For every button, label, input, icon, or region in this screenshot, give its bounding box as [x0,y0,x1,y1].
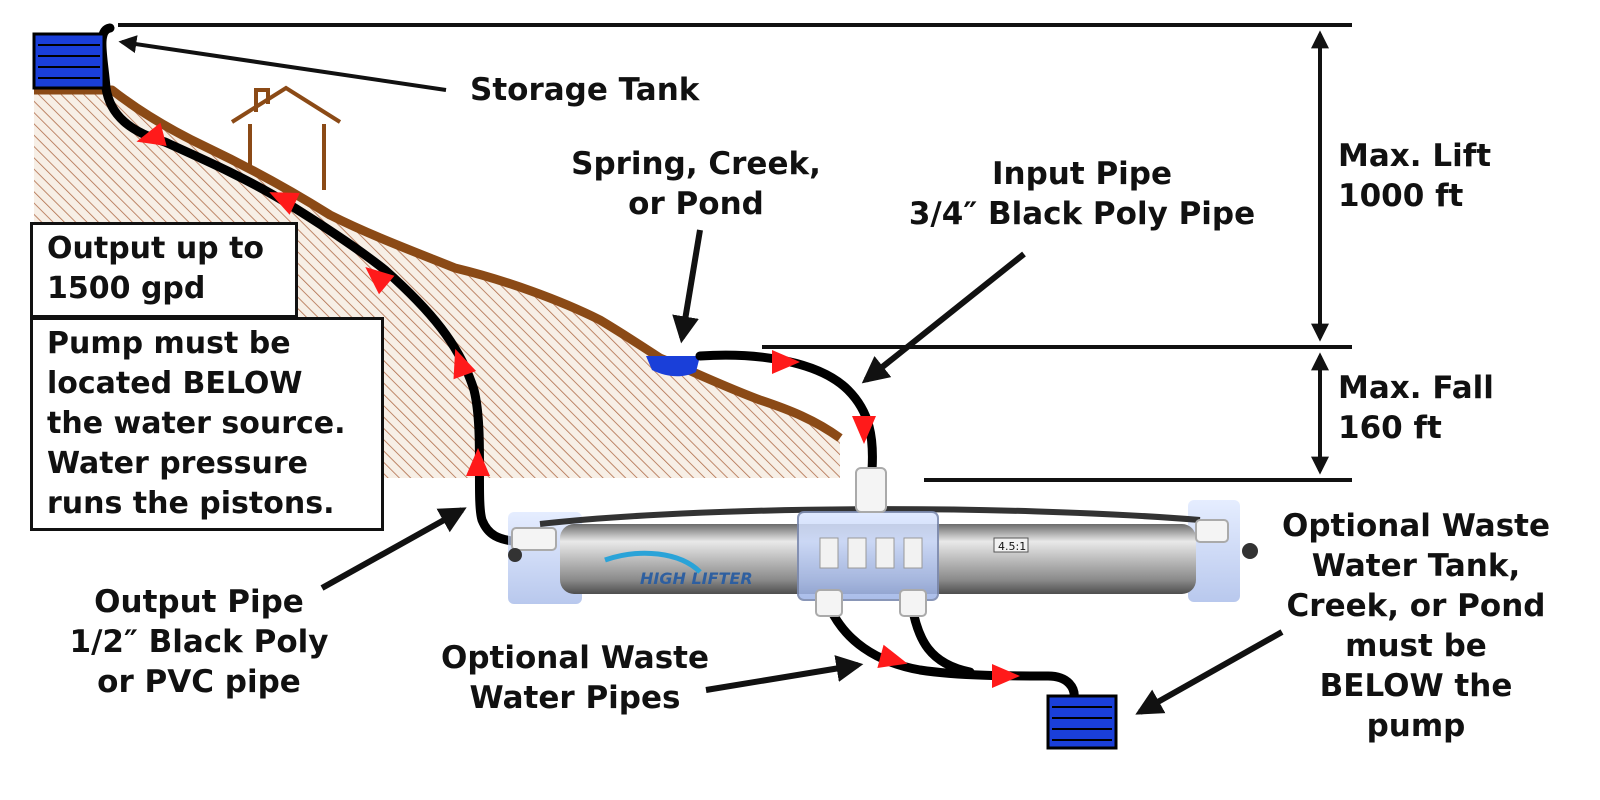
flow-arrows [136,122,1020,688]
flow-arrow [453,348,477,380]
output-pipe [97,23,525,547]
output-pipe-pointer [320,507,467,591]
input-pipe-label-line: 3/4″ Black Poly Pipe [908,196,1256,232]
output-pipe-label-line: or PVC pipe [97,664,301,700]
waste-pipes-label-line: Optional Waste [441,640,709,676]
waste-tank-label-line: Water Tank, [1311,548,1521,584]
source-label: Spring, Creek, or Pond [546,144,846,224]
source-label-line: Spring, Creek, [571,146,821,182]
waste-pipe-1 [825,603,1079,705]
storage-tank-label: Storage Tank [470,72,700,108]
waste-tank-label-line: pump [1366,708,1466,744]
source-label-line: or Pond [628,186,764,222]
pump-ratio: 4.5:1 [998,540,1026,553]
flow-arrow [466,448,490,476]
waste-tank-label-line: Creek, or Pond [1286,588,1546,624]
pump-brand: HIGH LIFTER [640,569,753,588]
waste-pipes-label: Optional Waste Water Pipes [420,638,730,718]
waste-tank-label-line: BELOW the [1319,668,1513,704]
storage-tank-icon [32,32,106,90]
output-box: Output up to 1500 gpd [30,222,298,318]
flow-arrow [136,122,167,146]
waste-tank-icon [1046,694,1118,750]
flow-arrow [992,664,1020,688]
pump-note-line: Pump must be [47,326,291,361]
pump-note-line: the water source. [47,406,346,441]
waste-tank-label-line: Optional Waste [1282,508,1550,544]
input-pipe-label: Input Pipe 3/4″ Black Poly Pipe [872,154,1292,234]
flow-arrow [852,416,876,444]
output-box-line: Output up to [47,231,265,266]
waste-pipes-pointer [705,655,864,693]
output-pipe-label: Output Pipe 1/2″ Black Poly or PVC pipe [24,582,374,702]
max-lift-label-line: Max. Lift [1338,138,1492,174]
max-lift-label-line: 1000 ft [1338,178,1464,214]
flow-arrow [877,644,908,668]
pump-note-line: Water pressure [47,446,309,481]
water-source-icon [646,356,700,377]
pump-note-line: located BELOW [47,366,303,401]
input-pipe-pointer [861,251,1026,384]
output-pipe-label-line: Output Pipe [94,584,304,620]
max-fall-label: Max. Fall 160 ft [1338,368,1494,448]
input-pipe-label-line: Input Pipe [991,156,1173,192]
waste-tank-pointer [1135,629,1284,715]
pump-note-line: runs the pistons. [47,486,335,521]
waste-tank-label-line: must be [1345,628,1487,664]
source-pointer [672,229,703,344]
max-fall-label-line: Max. Fall [1338,370,1494,406]
max-fall-label-line: 160 ft [1338,410,1442,446]
output-box-line: 1500 gpd [47,271,206,306]
output-pipe-label-line: 1/2″ Black Poly [69,624,329,660]
house-icon [230,85,342,190]
flow-arrow [772,350,800,374]
input-pipe [695,350,877,475]
high-lifter-pump-icon: HIGH LIFTER 4.5:1 [508,467,1258,617]
flow-arrow [269,192,300,215]
flow-arrow [365,267,395,295]
max-lift-label: Max. Lift 1000 ft [1338,136,1491,216]
waste-pipes-label-line: Water Pipes [469,680,681,716]
pump-note-box: Pump must be located BELOW the water sou… [30,317,384,531]
soil-line [34,85,843,442]
storage-tank-pointer [118,35,447,92]
waste-tank-label: Optional Waste Water Tank, Creek, or Pon… [1266,506,1566,746]
